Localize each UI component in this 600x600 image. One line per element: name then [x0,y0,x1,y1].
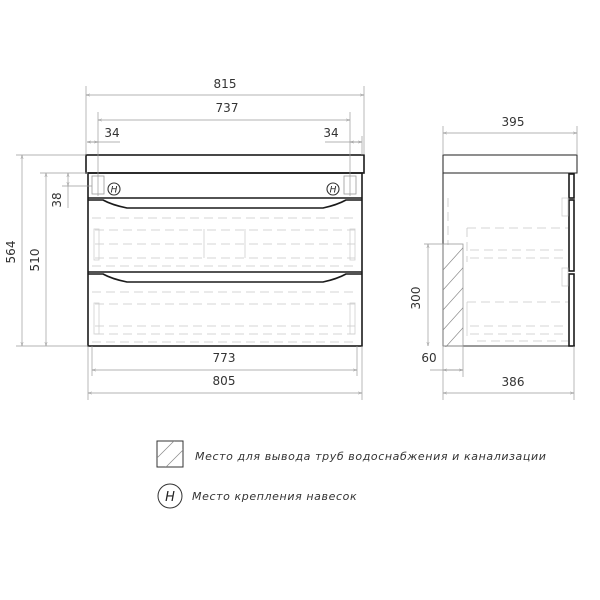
svg-text:773: 773 [213,351,236,365]
dim-top-depth: 395 [442,115,578,155]
side-rail-front [568,173,575,199]
hanger-circle-icon: H [157,483,183,509]
drawer-1-handle [88,199,362,209]
side-drawer-1-front [568,199,575,272]
side-hidden-lines [447,197,569,342]
svg-text:386: 386 [502,375,525,389]
svg-text:815: 815 [214,77,237,91]
dim-overall-height: 564 [4,154,88,347]
side-countertop [442,154,578,174]
side-view: 395 300 60 386 [409,115,578,400]
svg-text:510: 510 [28,249,42,272]
svg-text:34: 34 [323,126,338,140]
hanger-mark-left: H [107,182,121,196]
legend-item-pipe-zone: Место для вывода труб водоснабжения и ка… [156,440,546,468]
svg-text:34: 34 [104,126,119,140]
dim-hanger-offset: 38 [50,173,92,208]
legend-item-hanger: H Место крепления навесок [157,483,357,509]
svg-text:805: 805 [213,374,236,388]
hatched-square-icon [156,440,184,468]
drawer-2-handle [88,273,362,283]
front-cabinet-body [87,172,363,347]
svg-text:395: 395 [502,115,525,129]
svg-text:H: H [111,186,118,196]
svg-text:737: 737 [216,101,239,115]
svg-text:564: 564 [4,241,18,264]
front-countertop [85,154,365,174]
dim-pipe-zone-depth: 60 [421,346,464,377]
hanger-mark-right: H [326,182,340,196]
svg-text:300: 300 [409,287,423,310]
legend: Место для вывода труб водоснабжения и ка… [156,440,546,509]
svg-text:38: 38 [50,192,64,207]
drawer-2-hidden-lines [92,291,358,343]
pipe-zone-hatch [442,243,464,347]
dim-bottom-inner: 773 [91,346,358,376]
svg-text:H: H [165,490,175,505]
drawer-1-hidden-lines [92,217,358,267]
dim-top-inner: 737 [97,101,351,196]
dim-bottom-overall: 805 [87,346,363,400]
dim-pipe-zone-height: 300 [409,243,443,346]
dim-body-depth: 386 [442,346,575,400]
dim-body-height: 510 [28,172,88,346]
dim-left-offset: 34 [87,126,120,142]
svg-text:60: 60 [421,351,436,365]
svg-text:Место крепления навесок: Место крепления навесок [192,490,357,503]
front-view: H H [4,77,365,400]
dim-right-offset: 34 [323,126,363,155]
svg-text:H: H [330,186,337,196]
side-drawer-2-front [568,273,575,347]
dim-overall-width: 815 [85,77,365,155]
svg-text:Место для вывода труб водоснаб: Место для вывода труб водоснабжения и ка… [195,450,546,463]
